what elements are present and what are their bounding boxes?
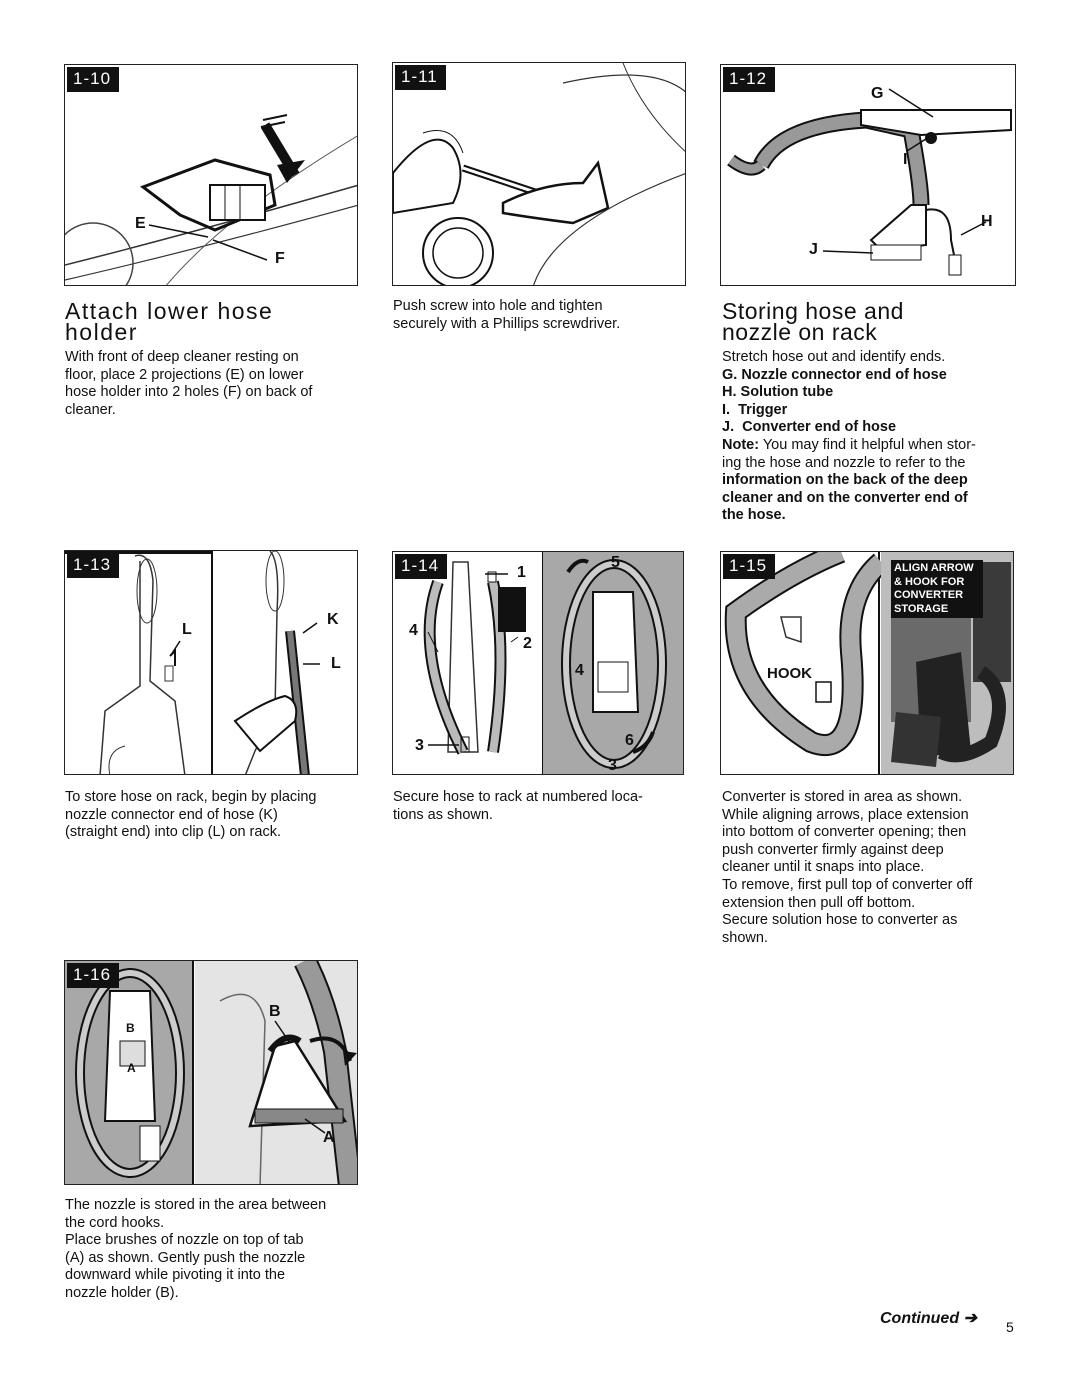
text-line: nozzle holder (B). [65,1284,179,1301]
nozzle-storage-illustration [65,961,357,1184]
note-text: You may find it helpful when stor- [759,436,976,453]
figure-tag: 1-10 [67,67,120,92]
text-line: To remove, first pull top of converter o… [722,876,973,893]
storage-sign: ALIGN ARROW & HOOK FOR CONVERTER STORAGE [891,560,983,618]
text-line: information on the back of the deep [722,472,968,489]
storing-body: Stretch hose out and identify ends. G. N… [722,349,1022,525]
screw-body: Push screw into hole and tighten securel… [393,298,620,333]
converter-body: Converter is stored in area as shown. Wh… [722,789,972,947]
figure-1-13: 1-13 L K L [64,550,358,775]
note-label: Note: [722,436,760,453]
figure-tag: 1-15 [723,554,776,579]
figure-1-11: 1-11 [392,62,686,286]
text-line: into bottom of converter opening; then [722,824,967,841]
text-line: Stretch hose out and identify ends. [722,349,946,365]
figure-tag: 1-12 [723,67,776,92]
text-line: the hose. [722,507,786,524]
figure-1-15: 1-15 ALIGN ARROW & HOOK FOR CONVERTER ST… [720,551,1014,775]
list-item: J. Converter end of hose [722,419,897,436]
label-i: I [903,151,908,168]
text-line: Push screw into hole and tighten [393,298,603,314]
hose-ends-illustration [727,88,1012,276]
label-b-small: B [126,1021,135,1035]
rack-clip-illustration [65,551,320,774]
label-2: 2 [523,635,532,652]
label-6: 6 [625,732,634,749]
list-item: I. Trigger [722,401,788,418]
text-line: With front of deep cleaner resting on [65,349,299,365]
sign-line: & HOOK FOR [894,575,965,588]
figure-1-16: 1-16 B A B A [64,960,358,1185]
text-line: nozzle connector end of hose (K) [65,806,278,823]
rack-body: To store hose on rack, begin by placing … [65,789,316,842]
text-line: (straight end) into clip (L) on rack. [65,824,281,841]
sign-line: CONVERTER [894,589,964,601]
text-line: cleaner until it snaps into place. [722,859,925,876]
figure-1-14: 1-14 1 2 3 4 5 4 6 3 [392,551,684,775]
text-line: (A) as shown. Gently push the nozzle [65,1249,306,1266]
list-item: H. Solution tube [722,384,834,401]
label-e: E [135,215,146,232]
continued-label: Continued ➔ [880,1310,977,1327]
label-hook: HOOK [767,665,812,682]
text-line: hose holder into 2 holes (F) on back of [65,384,313,401]
figure-1-12: 1-12 G I H J [720,64,1016,286]
list-item: G. Nozzle connector end of hose [722,366,947,383]
secure-body: Secure hose to rack at numbered loca- ti… [393,789,643,824]
page-number: 5 [1006,1319,1014,1335]
text-line: Place brushes of nozzle on top of tab [65,1232,304,1249]
label-a: A [323,1129,335,1146]
numbered-rack-illustration [423,552,683,774]
label-k: K [327,611,339,628]
text-line: The nozzle is stored in the area between [65,1197,327,1213]
heading-attach-line1: Attach lower hose [65,298,274,324]
label-g: G [871,85,884,102]
text-line: To store hose on rack, begin by placing [65,789,317,805]
note-line: Note: You may find it helpful when stor- [722,437,1022,455]
label-4b: 4 [575,662,584,679]
label-h: H [981,213,993,230]
text-line: the cord hooks. [65,1214,165,1231]
text-line: cleaner and on the converter end of [722,489,968,506]
figure-tag: 1-16 [67,963,120,988]
figure-tag: 1-13 [67,553,120,578]
figure-tag: 1-11 [395,65,446,90]
text-line: downward while pivoting it into the [65,1267,286,1284]
label-4: 4 [409,622,418,639]
text-line: ing the hose and nozzle to refer to the [722,454,966,471]
label-b: B [269,1003,281,1020]
text-line: Converter is stored in area as shown. [722,789,963,805]
label-a-small: A [127,1061,136,1075]
sign-line: ALIGN ARROW [894,562,974,574]
label-1: 1 [517,564,526,581]
attach-body: With front of deep cleaner resting on fl… [65,349,312,419]
text-line: cleaner. [65,401,116,418]
label-3: 3 [415,737,424,754]
text-line: Secure hose to rack at numbered loca- [393,789,643,805]
sign-line: STORAGE [894,602,949,615]
heading-storing-line1: Storing hose and [722,298,904,324]
text-line: shown. [722,929,768,946]
text-line: While aligning arrows, place extension [722,806,969,823]
text-line: Secure solution hose to converter as [722,912,958,929]
text-line: securely with a Phillips screwdriver. [393,315,621,332]
label-l: L [331,655,341,672]
figure-1-10: 1-10 E F [64,64,358,286]
label-5: 5 [611,554,620,571]
nozzle-body: The nozzle is stored in the area between… [65,1197,326,1303]
figure-tag: 1-14 [395,554,448,579]
label-j: J [809,241,818,258]
text-line: tions as shown. [393,806,493,823]
heading-storing-line2: nozzle on rack [722,319,878,345]
label-l: L [182,621,192,638]
hose-holder-illustration [65,114,357,285]
text-line: floor, place 2 projections (E) on lower [65,366,304,383]
label-3b: 3 [608,757,617,774]
heading-attach-line2: holder [65,319,138,345]
label-f: F [275,250,285,267]
screwdriver-illustration [393,63,685,285]
text-line: extension then pull off bottom. [722,894,916,911]
text-line: push converter firmly against deep [722,841,944,858]
